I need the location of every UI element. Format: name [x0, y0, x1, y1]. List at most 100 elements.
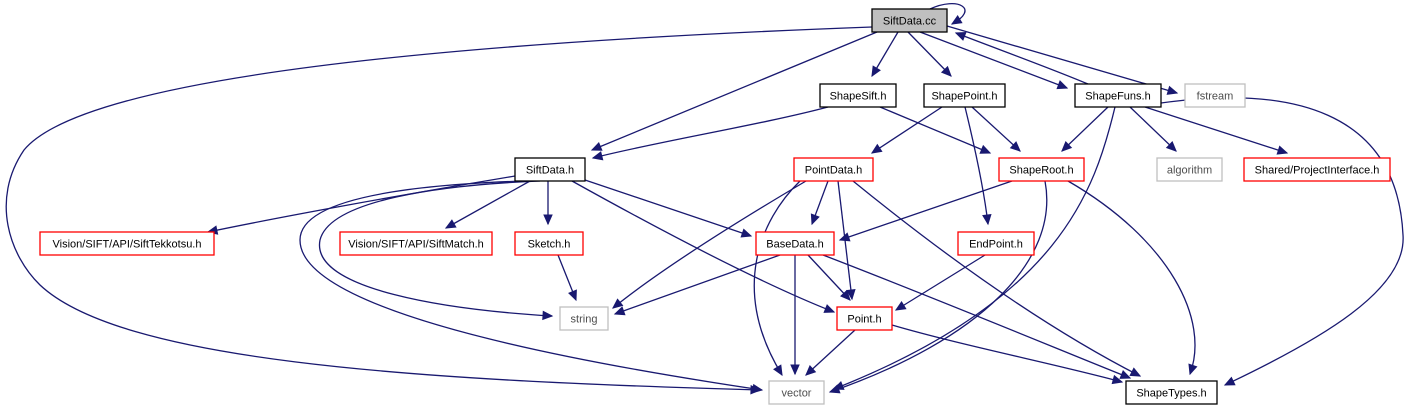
edge-arrowhead-pointdata_h-to-point_h	[846, 289, 856, 301]
node-shapesift-h[interactable]: ShapeSift.h	[819, 83, 897, 108]
edge-arrowhead-siftdata_cc-to-fstream	[1166, 85, 1179, 95]
edge-arrowhead-siftdata_cc-to-siftdata_h	[590, 141, 603, 151]
edge-shapesift_h-to-shaperoot_h	[879, 106, 991, 154]
edge-endpoint_h-to-point_h	[895, 254, 986, 311]
edge-siftdata_cc-to-siftdata_h	[591, 31, 878, 151]
node-box	[793, 157, 874, 182]
edge-siftdata_h-to-siftmatch_h	[445, 180, 531, 229]
node-label: fstream	[1197, 91, 1234, 103]
node-endpoint-h[interactable]: EndPoint.h	[957, 231, 1035, 256]
node-label: PointData.h	[805, 165, 862, 177]
node-label: Sketch.h	[528, 239, 571, 251]
edge-arrowhead-shapefuns_h-to-siftdata_cc	[954, 31, 967, 41]
node-box	[1074, 83, 1162, 108]
edge-arrowhead-siftdata_h-to-string	[542, 310, 554, 321]
edge-arrowhead-shaperoot_h-to-vector	[828, 384, 841, 394]
node-label: Vision/SIFT/API/SiftMatch.h	[348, 239, 484, 251]
node-label: ShapePoint.h	[931, 91, 997, 103]
edge-basedata_h-to-string	[614, 254, 781, 315]
node-box	[1156, 157, 1223, 182]
node-box	[836, 306, 893, 331]
node-shaperoot-h[interactable]: ShapeRoot.h	[998, 157, 1085, 182]
node-basedata-h[interactable]: BaseData.h	[755, 231, 835, 256]
node-box	[871, 8, 948, 33]
node-projectinterface-h[interactable]: Shared/ProjectInterface.h	[1243, 157, 1391, 182]
edge-arrowhead-siftdata_cc-to-shapepoint_h	[940, 65, 952, 77]
edge-arrowhead-shapesift_h-to-shaperoot_h	[979, 144, 992, 154]
edge-layer	[5, 3, 1404, 395]
node-label: ShapeRoot.h	[1009, 165, 1073, 177]
node-shapetypes-h[interactable]: ShapeTypes.h	[1125, 380, 1218, 405]
edge-basedata_h-to-point_h	[807, 254, 851, 301]
edge-shapefuns_h-to-siftdata_cc	[955, 32, 1089, 85]
edge-siftdata_cc-to-vector	[5, 26, 873, 391]
node-pointdata-h[interactable]: PointData.h	[793, 157, 874, 182]
node-vector: vector	[768, 380, 825, 405]
node-box	[514, 231, 584, 256]
node-box	[819, 83, 897, 108]
edge-siftdata_cc-to-shapefuns_h	[919, 31, 1068, 89]
edge-siftdata_h-to-point_h	[571, 180, 835, 313]
node-box	[514, 157, 586, 182]
edge-arrowhead-siftdata_h-to-sketch_h	[543, 214, 553, 226]
node-box	[559, 306, 609, 331]
node-label: ShapeSift.h	[830, 91, 887, 103]
edge-arrowhead-basedata_h-to-vector	[790, 364, 800, 376]
edge-arrowhead-shapepoint_h-to-shaperoot_h	[1009, 141, 1021, 152]
node-label: Vision/SIFT/API/SiftTekkotsu.h	[53, 239, 202, 251]
node-label: SiftData.cc	[883, 16, 937, 28]
edge-arrowhead-siftdata_h-to-vector	[751, 383, 764, 394]
edge-arrowhead-siftdata_cc-to-shapefuns_h	[1056, 80, 1069, 90]
node-box	[39, 231, 215, 256]
node-siftdata-h[interactable]: SiftData.h	[514, 157, 586, 182]
node-label: Point.h	[847, 314, 881, 326]
edge-arrowhead-shapepoint_h-to-endpoint_h	[982, 213, 992, 226]
node-label: EndPoint.h	[969, 239, 1023, 251]
node-siftdata-cc[interactable]: SiftData.cc	[871, 8, 948, 33]
edge-arrowhead-shaperoot_h-to-shapetypes_h	[1188, 363, 1198, 376]
node-label: SiftData.h	[526, 165, 574, 177]
edge-arrowhead-shapefuns_h-to-shaperoot_h	[1061, 140, 1073, 152]
edge-arrowhead-siftdata_h-to-siftmatch_h	[444, 219, 457, 229]
node-box	[339, 231, 493, 256]
node-box	[768, 380, 825, 405]
edge-point_h-to-vector	[805, 329, 856, 376]
edge-arrowhead-shapefuns_h-to-algorithm	[1165, 140, 1177, 152]
edge-arrowhead-point_h-to-vector	[805, 365, 817, 376]
edge-siftdata_h-to-string	[319, 180, 553, 317]
node-siftmatch-h[interactable]: Vision/SIFT/API/SiftMatch.h	[339, 231, 493, 256]
edge-shapefuns_h-to-algorithm	[1129, 106, 1177, 152]
node-label: ShapeTypes.h	[1136, 388, 1206, 400]
node-sifttekkotsu-h[interactable]: Vision/SIFT/API/SiftTekkotsu.h	[39, 231, 215, 256]
node-box	[923, 83, 1006, 108]
node-sketch-h[interactable]: Sketch.h	[514, 231, 584, 256]
edge-siftdata_h-to-vector	[299, 180, 763, 391]
edge-arrowhead-basedata_h-to-shapetypes_h	[1119, 370, 1132, 379]
edge-shapefuns_h-to-shapetypes_h	[1160, 97, 1404, 386]
edge-shaperoot_h-to-basedata_h	[839, 180, 1013, 241]
node-box	[755, 231, 835, 256]
edge-shapefuns_h-to-vector	[833, 106, 1116, 390]
node-shapepoint-h[interactable]: ShapePoint.h	[923, 83, 1006, 108]
node-box	[1243, 157, 1391, 182]
edge-siftdata_cc-to-shapepoint_h	[907, 31, 952, 77]
edge-shapefuns_h-to-shaperoot_h	[1061, 106, 1109, 152]
node-label: ShapeFuns.h	[1085, 91, 1150, 103]
node-box	[1184, 83, 1246, 108]
node-label: BaseData.h	[766, 239, 823, 251]
edge-arrowhead-point_h-to-shapetypes_h	[1111, 374, 1124, 385]
node-label: string	[571, 314, 598, 326]
edge-arrowhead-pointdata_h-to-shapetypes_h	[1129, 367, 1142, 377]
edge-siftdata_h-to-sifttekkotsu_h	[207, 175, 516, 233]
node-shapefuns-h[interactable]: ShapeFuns.h	[1074, 83, 1162, 108]
edge-arrowhead-siftdata_h-to-point_h	[823, 304, 836, 313]
node-string: string	[559, 306, 609, 331]
edge-arrowhead-siftdata_cc-to-siftdata_cc	[950, 15, 963, 25]
node-label: algorithm	[1167, 165, 1212, 177]
edge-pointdata_h-to-string	[612, 180, 807, 309]
node-point-h[interactable]: Point.h	[836, 306, 893, 331]
edge-siftdata_h-to-basedata_h	[584, 179, 752, 237]
edge-shapepoint_h-to-pointdata_h	[871, 106, 943, 154]
edge-shaperoot_h-to-vector	[829, 180, 1048, 393]
